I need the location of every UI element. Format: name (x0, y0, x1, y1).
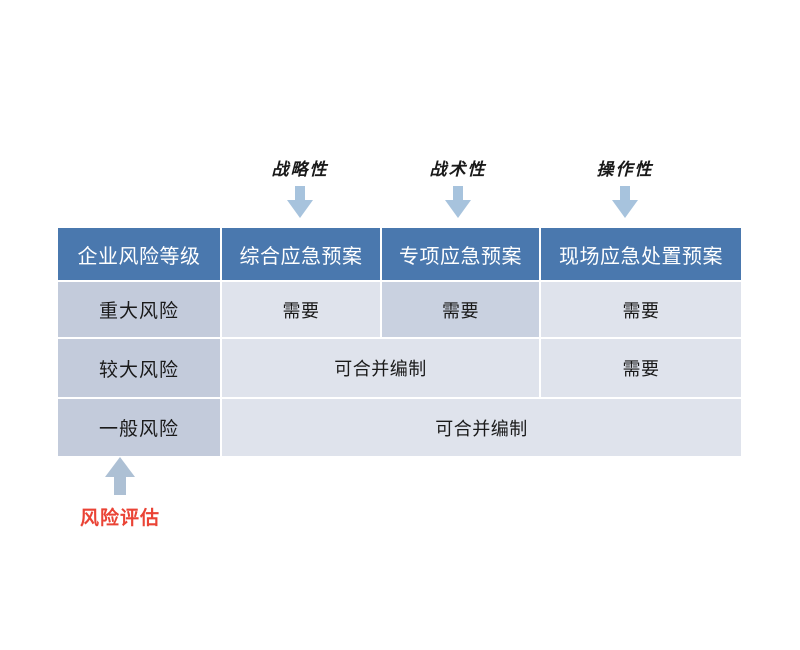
row-header-general-risk: 一般风险 (58, 399, 222, 456)
cell-general-merged-plan: 可合并编制 (222, 399, 741, 456)
arrow-down-icon (287, 186, 313, 218)
column-header-risk-level: 企业风险等级 (58, 228, 222, 282)
cell-major-comprehensive: 需要 (222, 282, 382, 339)
arrow-shaft (295, 186, 305, 202)
arrow-down-icon (445, 186, 471, 218)
table-header: 企业风险等级 综合应急预案 专项应急预案 现场应急处置预案 (58, 228, 741, 282)
arrow-head (105, 457, 135, 477)
annotation-label-risk-assessment: 风险评估 (79, 507, 160, 529)
annotation-tactical: 战术性 (398, 160, 518, 218)
table-body: 重大风险 需要 需要 需要 较大风险 可合并编制 需要 一般风险 可合并编制 (58, 282, 741, 456)
cell-large-merged-plan: 可合并编制 (222, 339, 541, 399)
annotation-strategic: 战略性 (240, 160, 360, 218)
arrow-head (612, 200, 638, 218)
column-header-comprehensive-plan: 综合应急预案 (222, 228, 382, 282)
annotation-label-operational: 操作性 (596, 160, 654, 180)
cell-large-onsite: 需要 (541, 339, 741, 399)
annotation-label-strategic: 战略性 (271, 160, 329, 180)
arrow-shaft (620, 186, 630, 202)
annotation-operational: 操作性 (565, 160, 685, 218)
arrow-down-icon (612, 186, 638, 218)
arrow-head (445, 200, 471, 218)
table-row: 一般风险 可合并编制 (58, 399, 741, 456)
arrow-head (287, 200, 313, 218)
risk-plan-matrix-table: 企业风险等级 综合应急预案 专项应急预案 现场应急处置预案 重大风险 需要 需要… (58, 228, 741, 456)
arrow-shaft (453, 186, 463, 202)
cell-major-onsite: 需要 (541, 282, 741, 339)
table-header-row: 企业风险等级 综合应急预案 专项应急预案 现场应急处置预案 (58, 228, 741, 282)
annotation-risk-assessment: 风险评估 (45, 457, 195, 530)
table-row: 重大风险 需要 需要 需要 (58, 282, 741, 339)
column-header-special-plan: 专项应急预案 (382, 228, 541, 282)
annotation-label-tactical: 战术性 (429, 160, 487, 180)
arrow-up-icon (105, 457, 135, 495)
arrow-shaft (114, 476, 126, 495)
table-row: 较大风险 可合并编制 需要 (58, 339, 741, 399)
row-header-major-risk: 重大风险 (58, 282, 222, 339)
cell-major-special: 需要 (382, 282, 541, 339)
column-header-onsite-plan: 现场应急处置预案 (541, 228, 741, 282)
row-header-large-risk: 较大风险 (58, 339, 222, 399)
